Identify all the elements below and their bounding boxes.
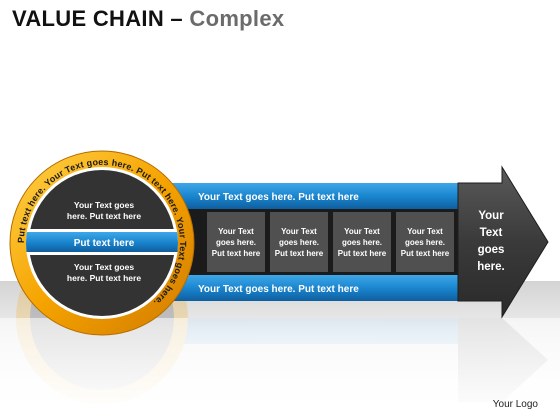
circle-middle-text: Put text here (74, 238, 135, 249)
text-box-2 (270, 212, 328, 272)
text-box-4-line-2: goes here. (405, 238, 445, 247)
title-dash: – (164, 6, 190, 31)
text-box-3-line-3: Put text here (338, 249, 387, 258)
text-box-3-line-1: Your Text (344, 227, 380, 236)
text-box-3 (333, 212, 391, 272)
circle-lower-text-1: Your Text goes (74, 262, 134, 272)
text-box-2-line-2: goes here. (279, 238, 319, 247)
arrow-text-3: goes (478, 244, 505, 256)
top-blue-bar (172, 183, 458, 209)
text-box-4-line-1: Your Text (407, 227, 443, 236)
arrow-text-2: Text (480, 227, 503, 239)
text-box-1-line-2: goes here. (216, 238, 256, 247)
circle-upper-text-1: Your Text goes (74, 200, 134, 210)
bottom-blue-bar (172, 275, 458, 301)
text-box-1-line-1: Your Text (218, 227, 254, 236)
text-box-3-line-2: goes here. (342, 238, 382, 247)
text-box-1-line-3: Put text here (212, 249, 261, 258)
circle-lower-text-2: here. Put text here (67, 273, 141, 283)
arrow-text-4: here. (477, 261, 505, 273)
text-box-2-line-3: Put text here (275, 249, 324, 258)
arrow-head (457, 165, 549, 319)
text-box-2-line-1: Your Text (281, 227, 317, 236)
text-boxes: Your Text goes here. Put text here Your Tex… (207, 212, 454, 272)
arrow-text-1: Your (478, 210, 504, 222)
inner-blue-band (26, 232, 178, 252)
footer-logo-text: Your Logo (492, 399, 538, 410)
title-main: VALUE CHAIN (12, 6, 165, 31)
inner-circle-band-group (26, 229, 178, 255)
title-subtitle: Complex (189, 6, 285, 31)
top-bar-text: Your Text goes here. Put text here (198, 192, 359, 203)
text-box-4 (396, 212, 454, 272)
text-box-1 (207, 212, 265, 272)
bottom-bar-text: Your Text goes here. Put text here (198, 284, 359, 295)
circle-upper-text-2: here. Put text here (67, 211, 141, 221)
page-title: VALUE CHAIN – Complex (12, 6, 284, 32)
text-box-4-line-3: Put text here (401, 249, 450, 258)
